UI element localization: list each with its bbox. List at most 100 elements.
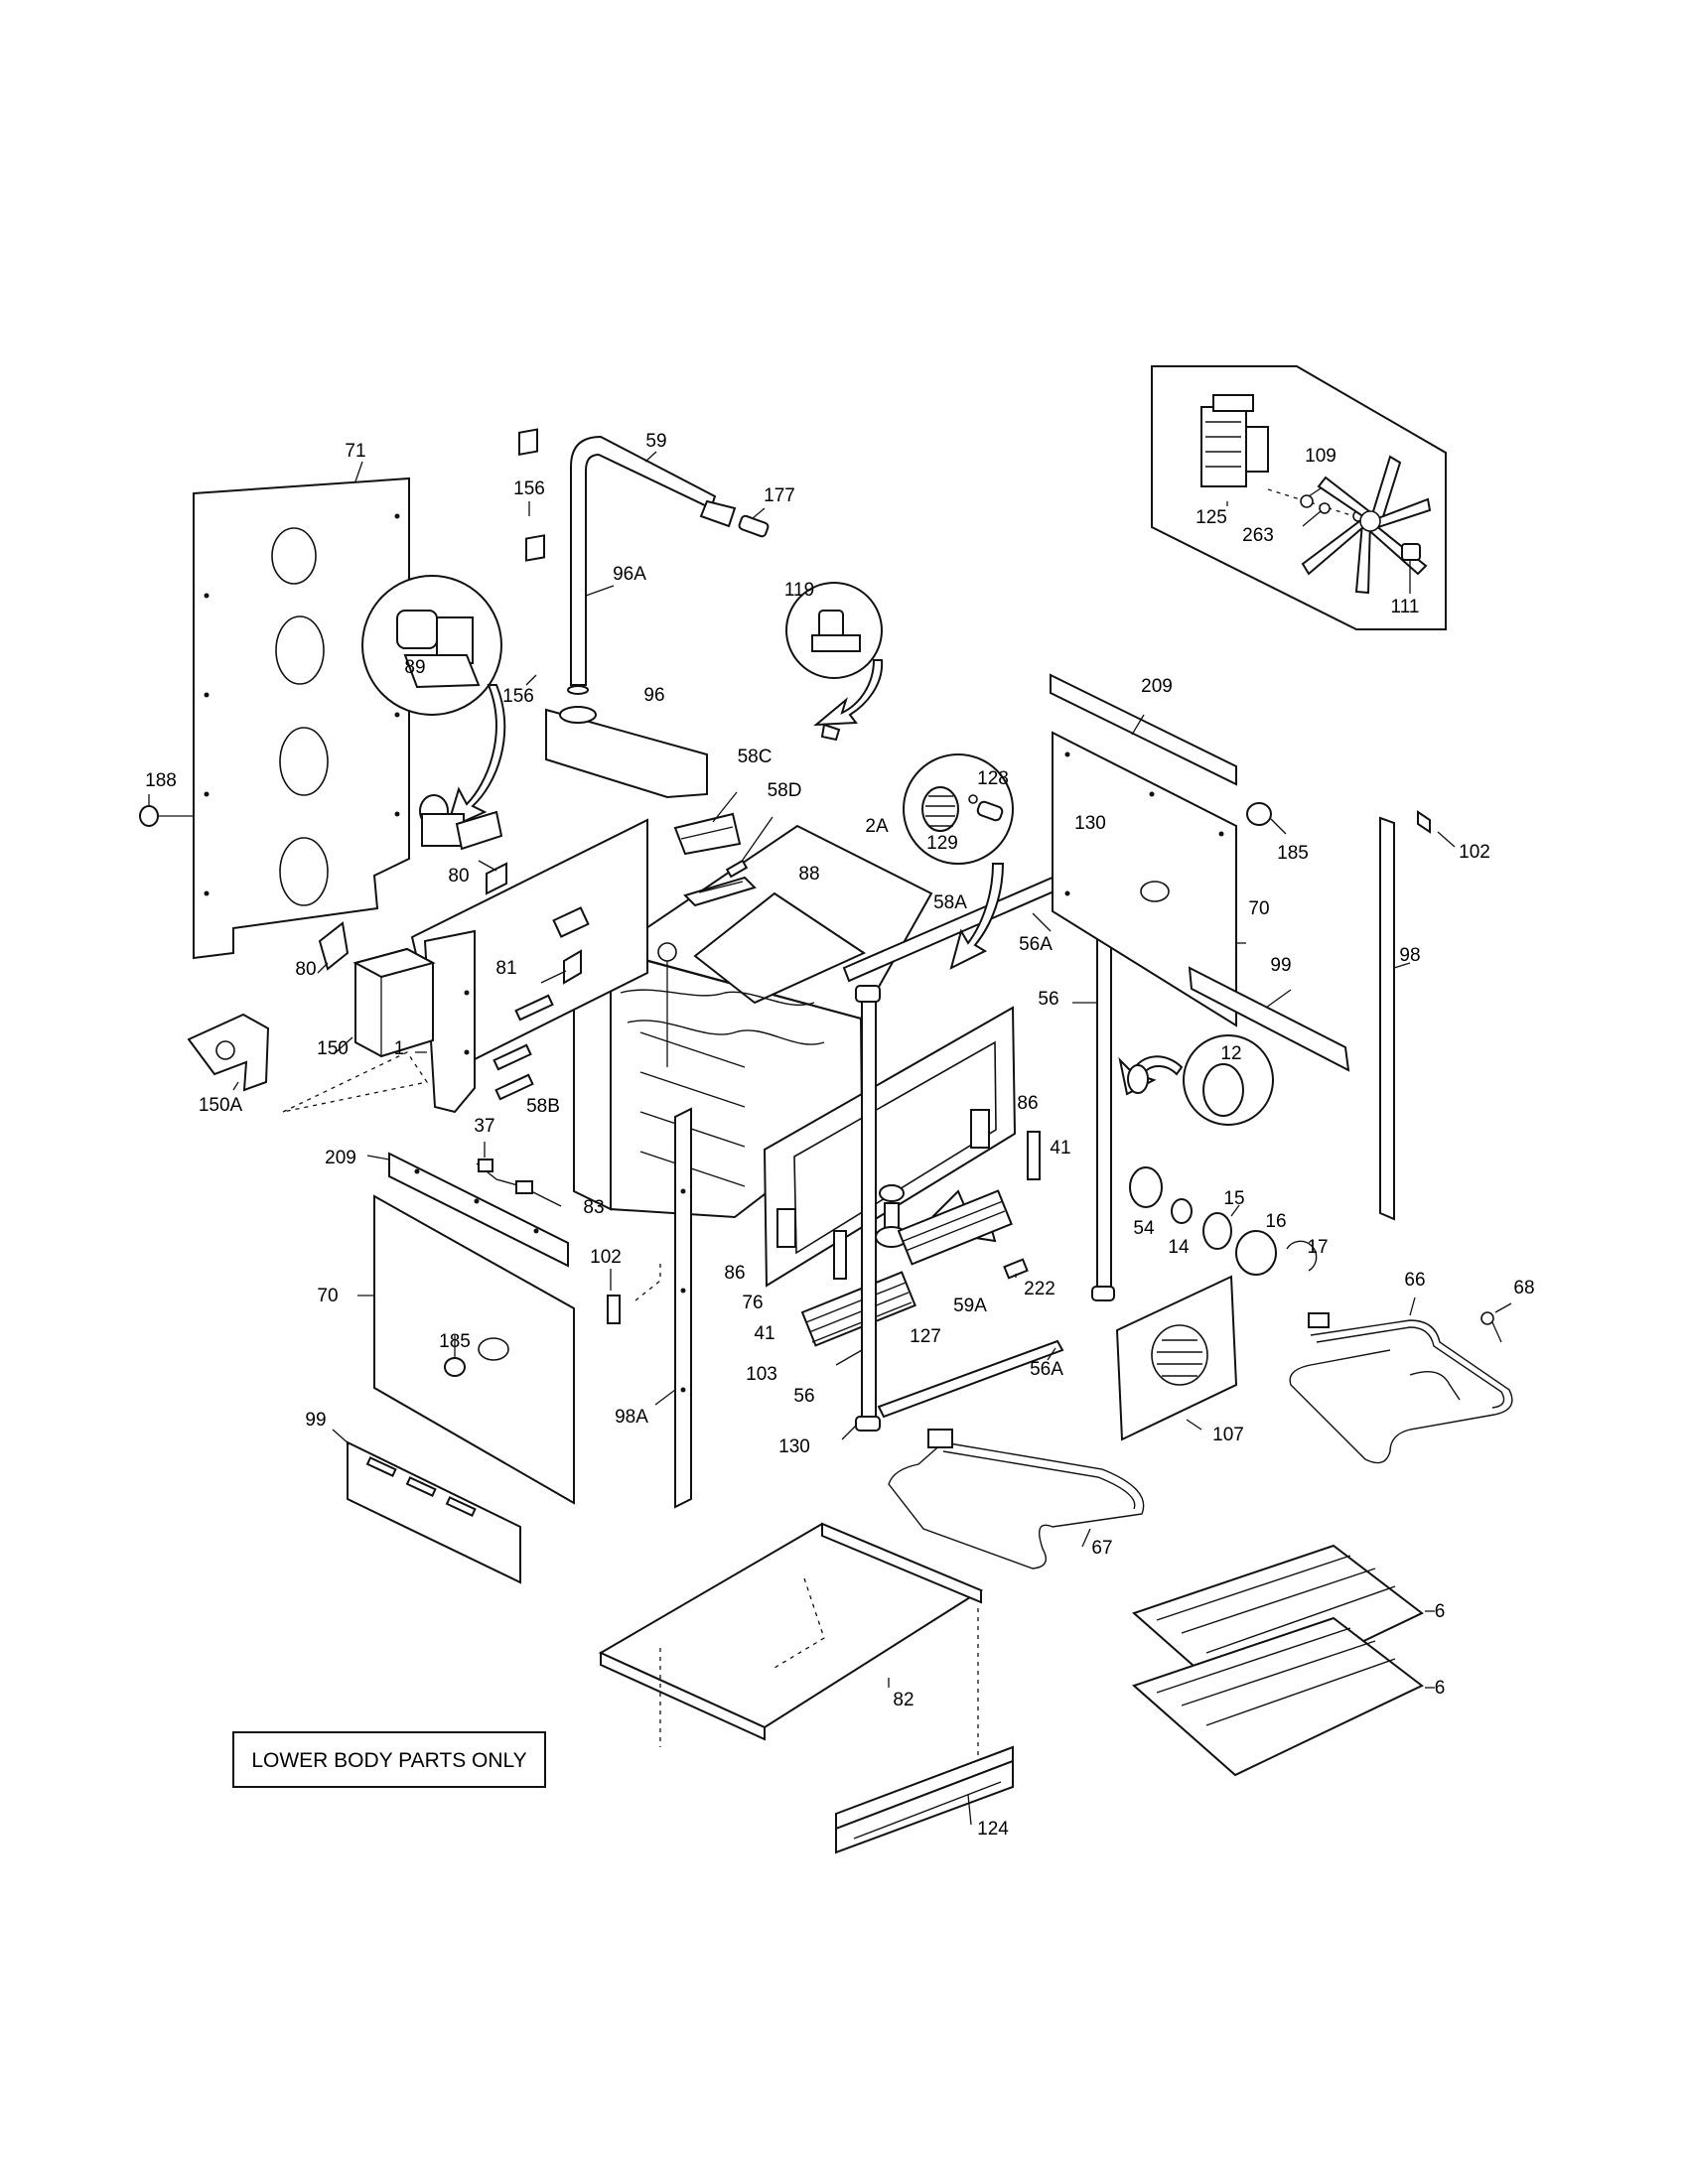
- broil-heating-parts: [800, 1184, 1029, 1347]
- callout-56a: 56: [1038, 989, 1058, 1010]
- callout-209a: 209: [1141, 676, 1173, 697]
- callout-86a: 86: [1017, 1093, 1038, 1114]
- callout-68: 68: [1513, 1278, 1534, 1298]
- callout-58B: 58B: [526, 1096, 560, 1117]
- rear-panel: [139, 461, 410, 960]
- callout-71: 71: [345, 441, 365, 462]
- callout-14: 14: [1168, 1237, 1190, 1258]
- callout-15: 15: [1223, 1188, 1244, 1209]
- callout-67: 67: [1091, 1538, 1112, 1559]
- bracket-102-lower: [607, 1261, 661, 1324]
- callout-129: 129: [926, 833, 958, 854]
- bracket-150A: [187, 1013, 429, 1113]
- callout-125: 125: [1196, 507, 1227, 528]
- callout-102b: 102: [590, 1247, 622, 1268]
- callout-82: 82: [893, 1690, 914, 1710]
- lamp-parts: [1129, 1166, 1318, 1276]
- callout-99a: 99: [1270, 955, 1291, 976]
- callout-17: 17: [1307, 1237, 1328, 1258]
- bake-element-67: [888, 1429, 1145, 1570]
- callout-54: 54: [1133, 1218, 1155, 1239]
- note-text: LOWER BODY PARTS ONLY: [251, 1749, 526, 1772]
- callout-83: 83: [583, 1197, 604, 1218]
- callout-80a: 80: [448, 866, 469, 887]
- callout-59A: 59A: [953, 1296, 987, 1316]
- callout-labels: 71 59 156 177 96A 119 89 156 96 188 58C …: [145, 431, 1534, 1840]
- callout-222: 222: [1024, 1279, 1055, 1299]
- callout-128: 128: [977, 768, 1009, 789]
- callout-119: 119: [784, 580, 814, 601]
- bracket-80-lower: [317, 921, 350, 974]
- thermostat-part: [419, 794, 503, 851]
- callout-150A: 150A: [199, 1095, 243, 1116]
- callout-185b: 185: [439, 1331, 471, 1352]
- callout-16: 16: [1265, 1211, 1286, 1232]
- left-lower-panels: [332, 1142, 575, 1584]
- callout-156a: 156: [513, 478, 545, 499]
- motor-detail-circle: [1118, 1034, 1274, 1126]
- callout-130a: 130: [1074, 813, 1106, 834]
- transformer: [333, 947, 436, 1058]
- left-body-frame: [410, 818, 648, 1114]
- callout-124: 124: [977, 1819, 1009, 1840]
- callout-81: 81: [495, 958, 516, 979]
- callout-156b: 156: [502, 686, 534, 707]
- callout-12: 12: [1220, 1043, 1241, 1064]
- callout-56Aa: 56A: [1019, 934, 1053, 955]
- callout-127: 127: [910, 1326, 941, 1347]
- callout-99b: 99: [305, 1410, 326, 1431]
- callout-130b: 130: [778, 1436, 810, 1457]
- callout-185a: 185: [1277, 843, 1309, 864]
- switch-detail-circle: [785, 582, 884, 742]
- callout-188: 188: [145, 770, 177, 791]
- callout-76: 76: [742, 1293, 763, 1313]
- callout-2A: 2A: [865, 816, 889, 837]
- right-strip-98: [1379, 810, 1456, 1221]
- callout-86b: 86: [724, 1263, 745, 1284]
- callout-111: 111: [1391, 597, 1420, 617]
- callout-37: 37: [474, 1116, 494, 1137]
- callout-102a: 102: [1459, 842, 1490, 863]
- callout-56Ab: 56A: [1030, 1359, 1063, 1380]
- callout-70b: 70: [317, 1286, 338, 1306]
- bracket-parts-156: [518, 428, 545, 686]
- callout-109: 109: [1305, 446, 1336, 467]
- right-side-panel: [1050, 673, 1350, 1072]
- callout-150: 150: [317, 1038, 349, 1059]
- rear-cover-107: [1115, 1275, 1238, 1441]
- callout-96A: 96A: [613, 564, 646, 585]
- callout-58A: 58A: [933, 892, 967, 913]
- oven-racks: [1132, 1544, 1435, 1777]
- callout-98: 98: [1399, 945, 1420, 966]
- callout-6a: 6: [1435, 1601, 1446, 1622]
- vent-tube-assembly: [545, 435, 770, 799]
- callout-103: 103: [746, 1364, 777, 1385]
- heater-coil-callout: [903, 753, 1014, 970]
- callout-66: 66: [1404, 1270, 1425, 1291]
- callout-58C: 58C: [738, 747, 773, 767]
- strip-98A: [654, 1107, 692, 1509]
- callout-59: 59: [645, 431, 666, 452]
- oven-bottom-82: [598, 1522, 984, 1757]
- drip-tray-124: [835, 1745, 1014, 1854]
- callout-177: 177: [764, 485, 795, 506]
- callout-89: 89: [404, 657, 425, 678]
- horizontal-trim-strips: [842, 860, 1096, 1419]
- front-frame: [763, 1006, 1041, 1288]
- callout-209b: 209: [325, 1148, 356, 1168]
- broil-element-66: [1289, 1297, 1513, 1464]
- callout-263: 263: [1242, 525, 1274, 546]
- callout-96: 96: [643, 685, 664, 706]
- callout-80b: 80: [295, 959, 316, 980]
- callout-58D: 58D: [768, 780, 802, 801]
- callout-88: 88: [798, 864, 819, 885]
- callout-1: 1: [394, 1038, 405, 1059]
- insulation-pads: [673, 791, 774, 861]
- callout-107: 107: [1212, 1425, 1244, 1445]
- note-box: LOWER BODY PARTS ONLY: [232, 1731, 546, 1788]
- callout-70a: 70: [1248, 898, 1269, 919]
- fan-blade-icon: [1301, 455, 1432, 595]
- callout-56b: 56: [793, 1386, 814, 1407]
- callout-41a: 41: [1050, 1138, 1070, 1159]
